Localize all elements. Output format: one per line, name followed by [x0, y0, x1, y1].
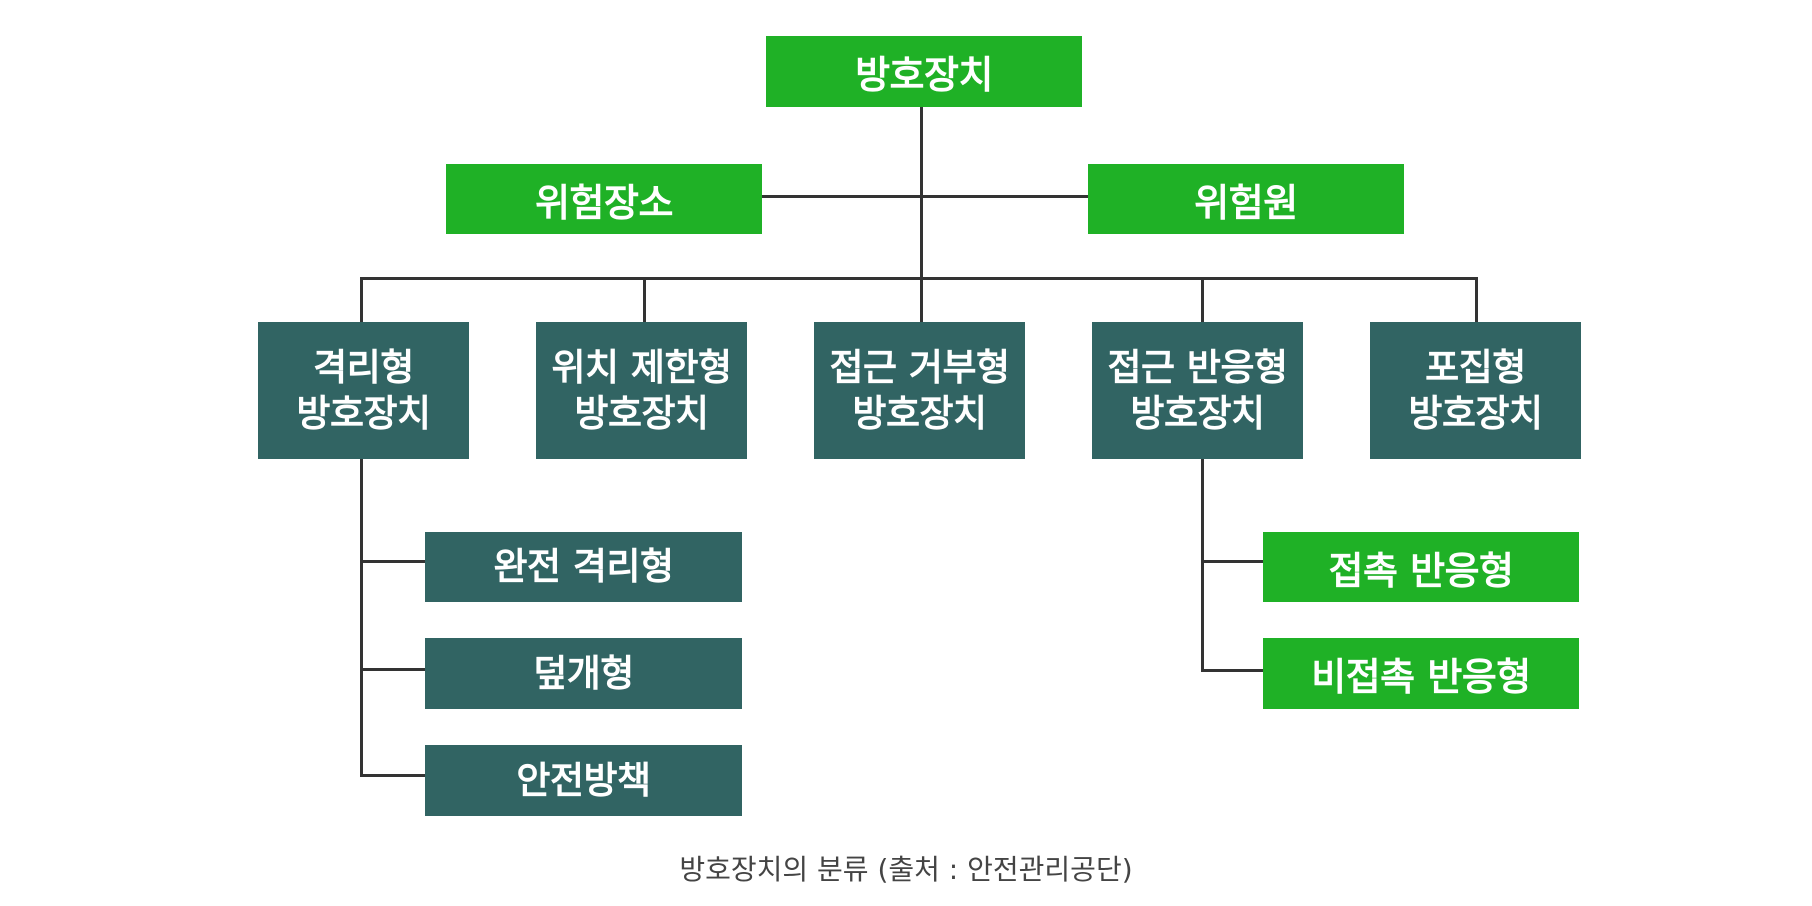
type-node-line1: 포집형 — [1425, 345, 1526, 389]
isolation-subtype-node: 완전 격리형 — [425, 532, 742, 602]
type-node-line1: 위치 제한형 — [551, 345, 732, 389]
connector-line — [920, 106, 923, 278]
connector-line — [643, 277, 646, 322]
hazard-location-node: 위험장소 — [446, 164, 762, 234]
connector-line — [360, 458, 363, 775]
connector-line — [1201, 560, 1263, 563]
type-node-access-reaction: 접근 반응형 방호장치 — [1092, 322, 1303, 459]
type-node-access-denial: 접근 거부형 방호장치 — [814, 322, 1025, 459]
connector-line — [360, 560, 425, 563]
figure-caption: 방호장치의 분류 (출처 : 안전관리공단) — [679, 853, 1133, 886]
hazard-source-node: 위험원 — [1088, 164, 1404, 234]
reaction-subtype-label: 비접촉 반응형 — [1311, 655, 1531, 699]
connector-line — [360, 668, 425, 671]
connector-line — [1475, 277, 1478, 322]
type-node-line1: 접근 거부형 — [829, 345, 1010, 389]
type-node-line2: 방호장치 — [296, 391, 431, 435]
type-node-line2: 방호장치 — [1130, 391, 1265, 435]
root-node-label: 방호장치 — [855, 53, 993, 97]
reaction-subtype-node: 접촉 반응형 — [1263, 532, 1579, 602]
connector-line — [1201, 669, 1263, 672]
type-node-isolation: 격리형 방호장치 — [258, 322, 469, 459]
connector-line — [1201, 277, 1204, 322]
isolation-subtype-label: 안전방책 — [516, 758, 651, 802]
isolation-subtype-node: 안전방책 — [425, 745, 742, 816]
type-node-capture: 포집형 방호장치 — [1370, 322, 1581, 459]
connector-line — [360, 277, 363, 322]
type-node-line2: 방호장치 — [852, 391, 987, 435]
isolation-subtype-label: 완전 격리형 — [493, 545, 674, 588]
isolation-subtype-node: 덮개형 — [425, 638, 742, 709]
type-node-position-limit: 위치 제한형 방호장치 — [536, 322, 747, 459]
hazard-location-label: 위험장소 — [535, 180, 673, 225]
type-node-line1: 접근 반응형 — [1107, 345, 1288, 389]
type-node-line1: 격리형 — [313, 345, 414, 389]
reaction-subtype-node: 비접촉 반응형 — [1263, 638, 1579, 709]
connector-line — [360, 277, 1478, 280]
connector-line — [762, 195, 1088, 198]
connector-line — [920, 277, 923, 322]
isolation-subtype-label: 덮개형 — [533, 651, 634, 695]
connector-line — [360, 774, 425, 777]
type-node-line2: 방호장치 — [574, 391, 709, 435]
hazard-source-label: 위험원 — [1194, 180, 1298, 225]
type-node-line2: 방호장치 — [1408, 391, 1543, 435]
reaction-subtype-label: 접촉 반응형 — [1328, 548, 1514, 593]
connector-line — [1201, 458, 1204, 672]
root-node: 방호장치 — [766, 36, 1082, 107]
